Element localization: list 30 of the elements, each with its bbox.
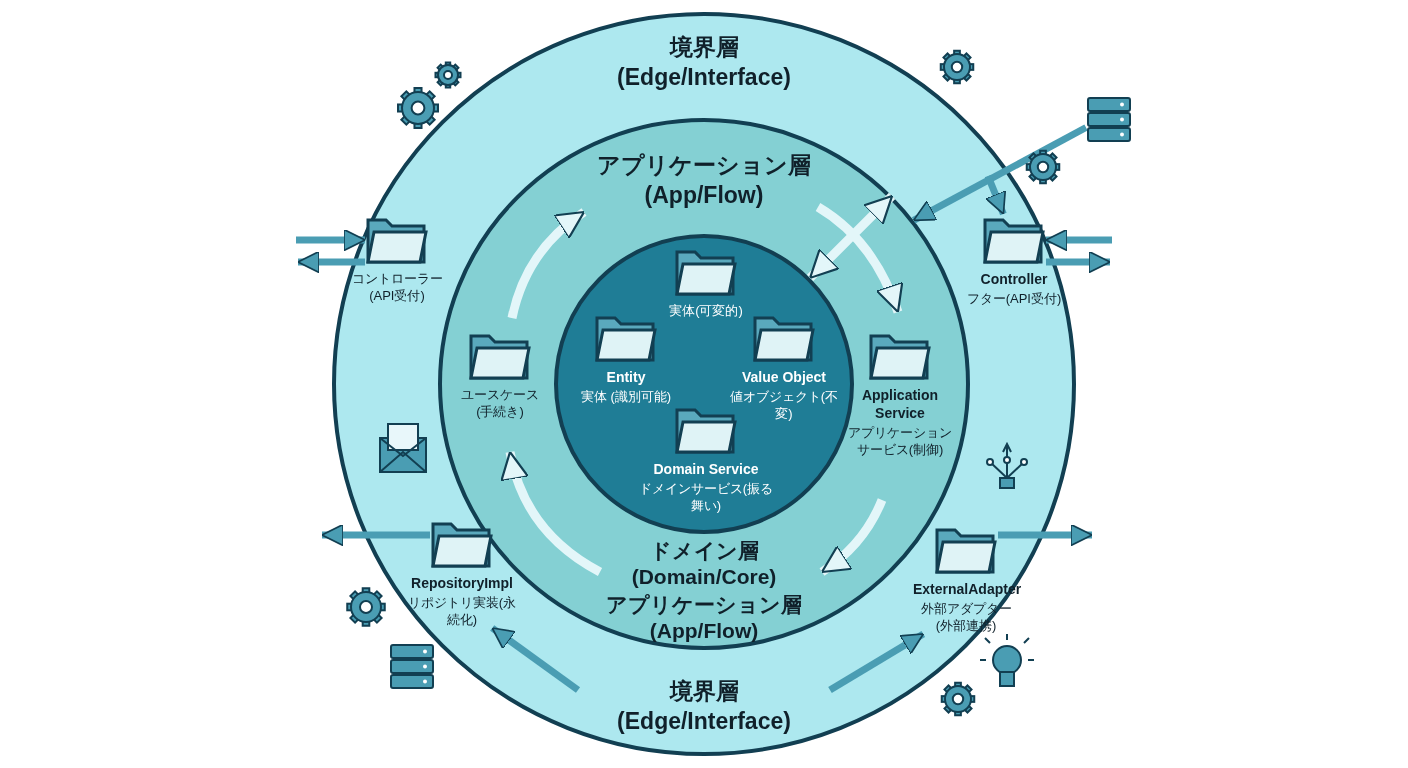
layer-title: 境界層 (Edge/Interface)	[616, 33, 792, 92]
arrow	[321, 523, 430, 547]
component-name: Domain Service	[653, 460, 759, 478]
component-label: 実体(可変的)	[669, 302, 743, 319]
component-label: 実体 (識別可能)	[580, 388, 672, 405]
layer-title: ドメイン層 (Domain/Core)	[630, 538, 778, 590]
component-label: アプリケーションサービス(制御)	[847, 424, 953, 458]
component-label: フター(API受付)	[966, 290, 1062, 307]
server-icon	[1086, 96, 1132, 145]
layer-title: 境界層 (Edge/Interface)	[616, 677, 792, 736]
component-name: Value Object	[741, 368, 826, 386]
arrow	[911, 124, 1088, 224]
component-name: Controller	[980, 270, 1048, 288]
arrow	[806, 192, 896, 282]
arrow	[998, 523, 1093, 547]
component-name: RepositoryImpl	[411, 574, 513, 592]
component-label: 値オブジェクト(不変)	[728, 388, 840, 422]
component-label: ドメインサービス(振る舞い)	[637, 480, 775, 514]
component-name: Application Service	[860, 386, 940, 422]
layer-title: アプリケーション層 (App/Flow)	[596, 151, 812, 210]
arrow	[1046, 250, 1111, 274]
arrow	[828, 631, 926, 693]
component-label: コントローラー(API受付)	[350, 270, 444, 304]
component-label: リポジトリ実装(永続化)	[406, 594, 518, 628]
arrow	[297, 250, 365, 274]
layer-title: アプリケーション層 (App/Flow)	[605, 592, 803, 644]
arrow	[984, 174, 1007, 216]
arrow	[490, 625, 581, 693]
component-name: Entity	[606, 368, 646, 386]
component-label: ユースケース(手続き)	[460, 386, 540, 420]
